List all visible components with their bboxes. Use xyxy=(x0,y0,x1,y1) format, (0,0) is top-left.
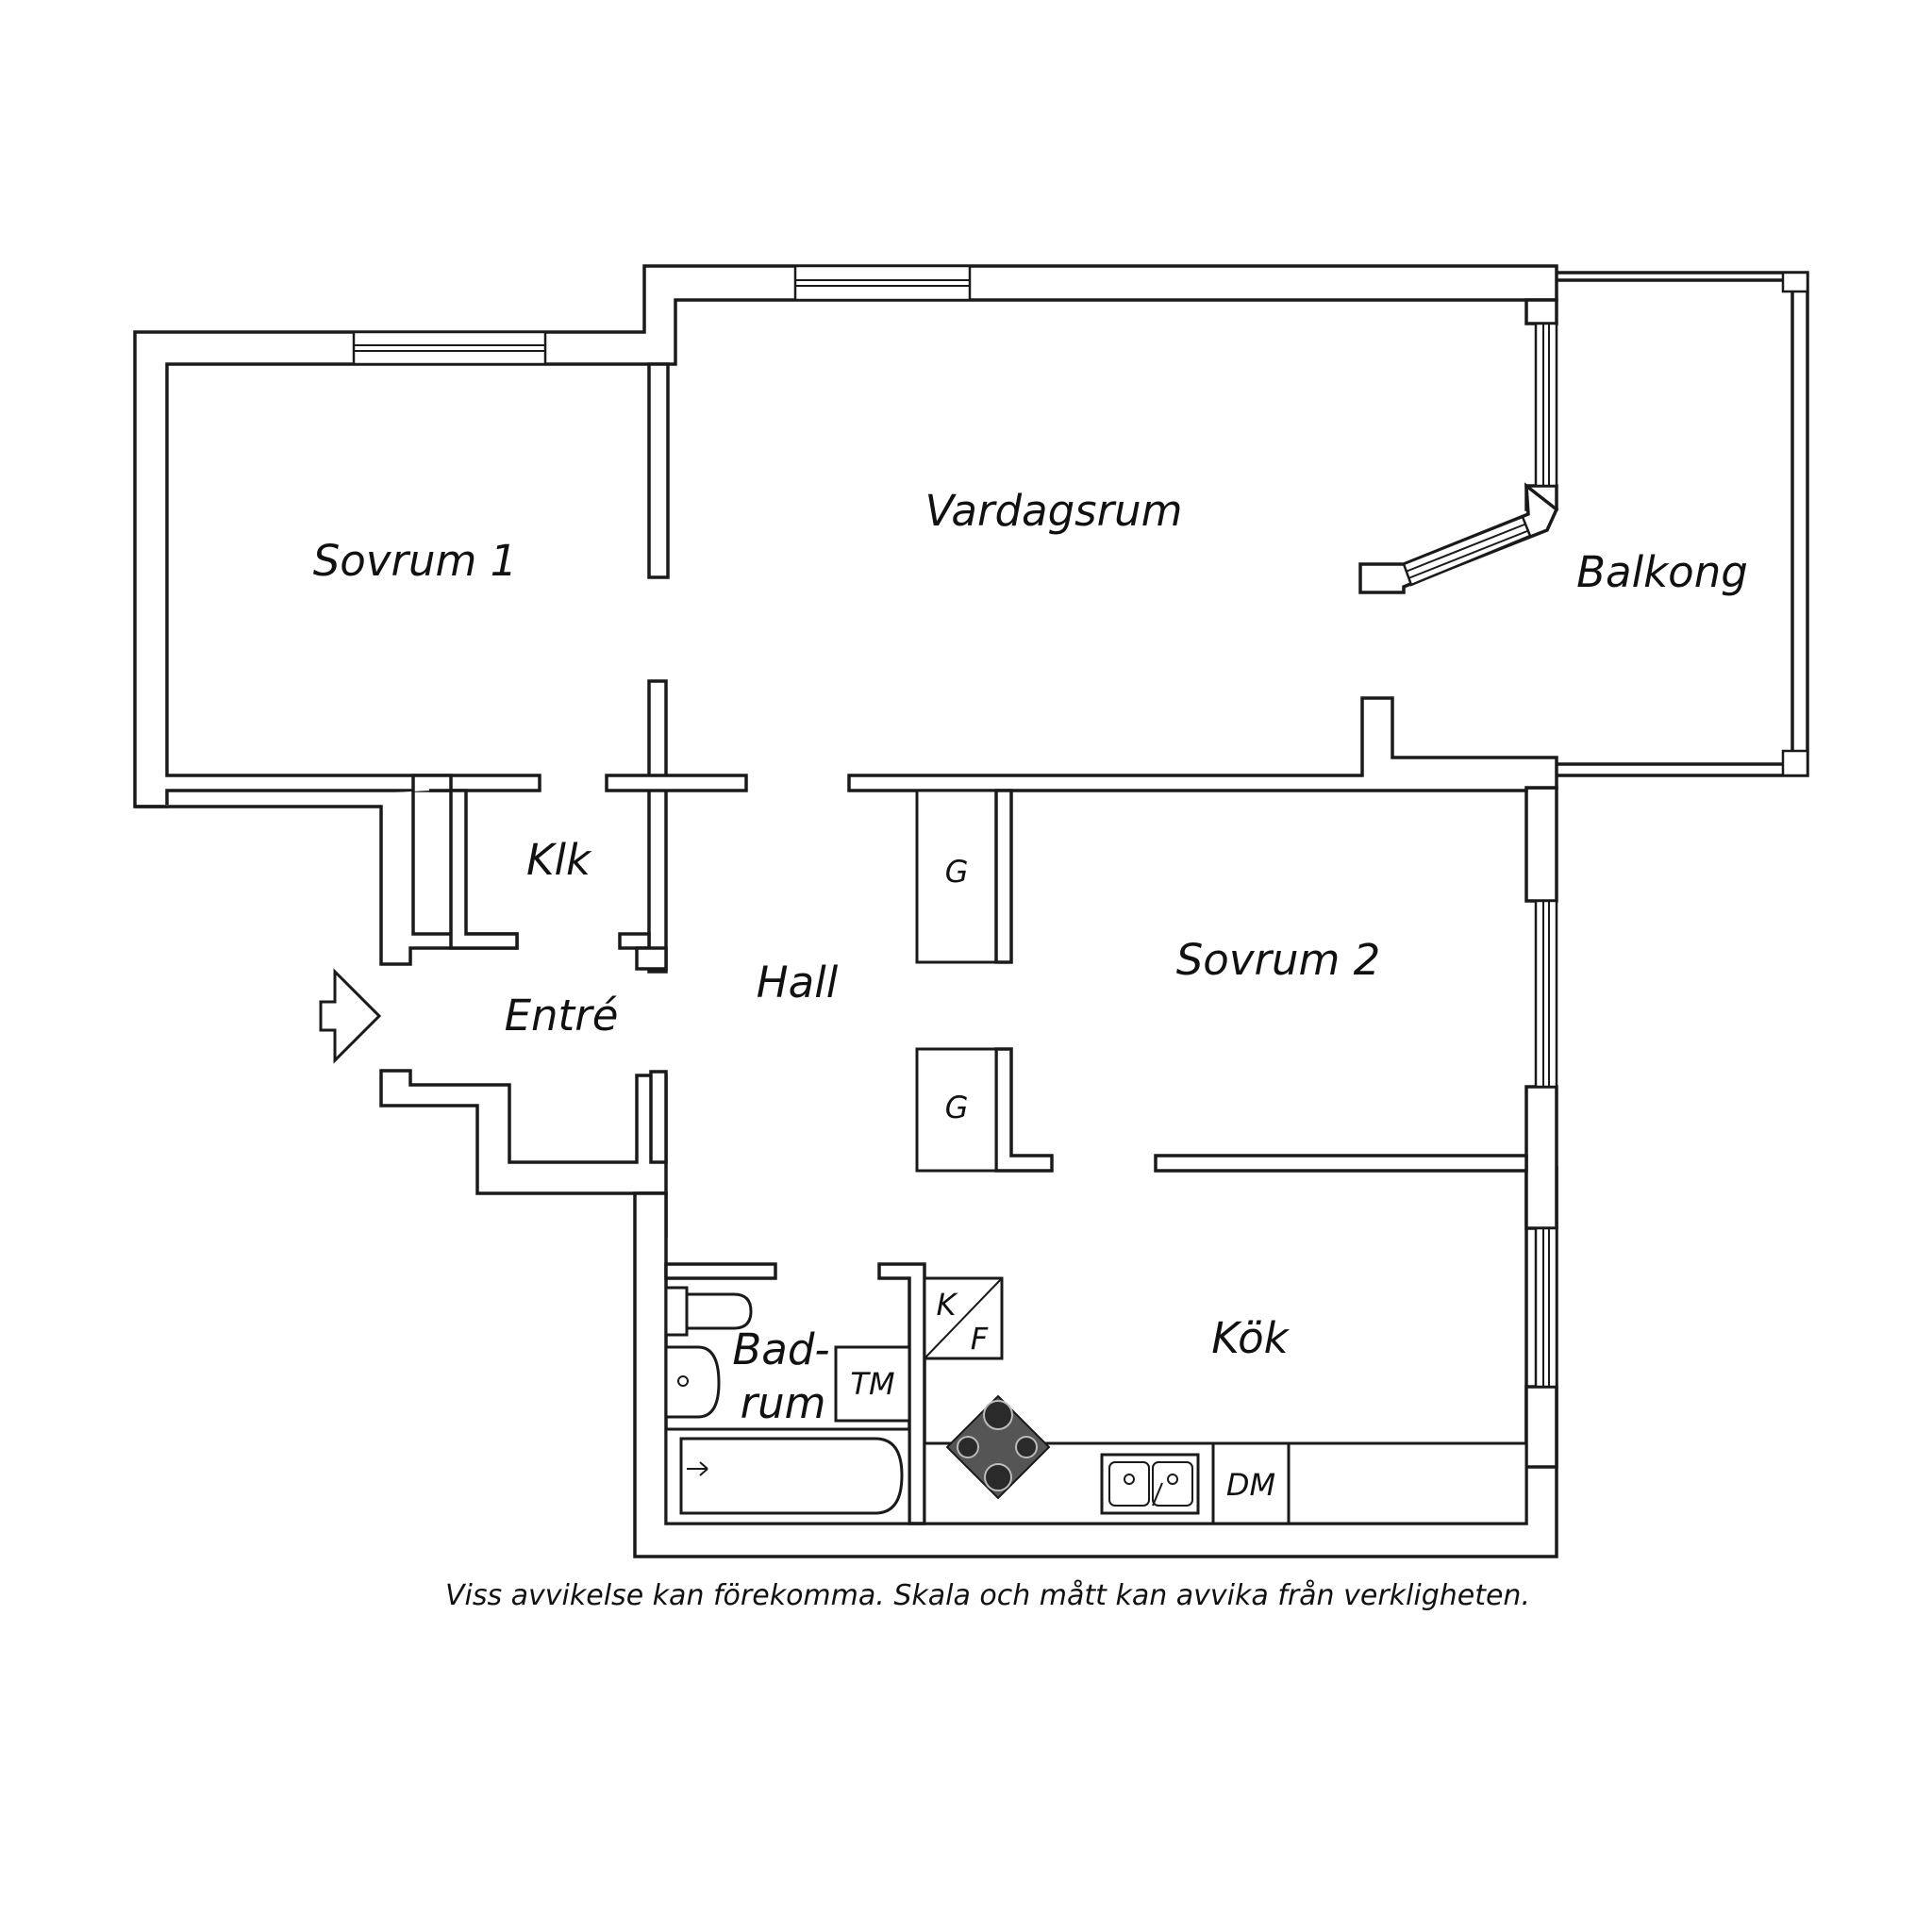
kitchen-fixtures: K F DM xyxy=(923,1276,1528,1525)
freezer-label: F xyxy=(971,1321,989,1357)
fridge-label: K xyxy=(937,1287,959,1323)
garderob-label-2: G xyxy=(945,1090,969,1125)
room-label-sovrum-2: Sovrum 2 xyxy=(1176,935,1381,985)
room-labels: Sovrum 1 Vardagsrum Balkong Klk Hall Ent… xyxy=(313,486,1748,1428)
dishwasher-label: DM xyxy=(1226,1467,1275,1503)
room-label-entre: Entré xyxy=(505,991,619,1041)
room-label-hall: Hall xyxy=(757,958,839,1008)
kitchen-sink-icon xyxy=(1100,1453,1200,1515)
room-label-klk: Klk xyxy=(526,835,592,885)
washing-machine-label: TM xyxy=(850,1366,894,1402)
room-label-badrum-1: Bad- xyxy=(732,1324,829,1374)
bathroom-fixtures: TM xyxy=(664,1286,911,1525)
stove-icon xyxy=(945,1394,1051,1500)
garderobs: G G xyxy=(915,789,1013,1173)
room-label-sovrum-1: Sovrum 1 xyxy=(313,536,518,586)
windows xyxy=(352,264,1559,1389)
washing-machine-icon xyxy=(834,1345,911,1423)
interior-walls xyxy=(449,362,1558,1525)
balcony xyxy=(1557,271,1809,777)
room-label-badrum-2: rum xyxy=(741,1378,826,1428)
room-label-kok: Kök xyxy=(1211,1313,1290,1363)
sink-icon xyxy=(664,1345,721,1419)
room-label-balkong: Balkong xyxy=(1576,547,1748,597)
entrance-arrow-icon xyxy=(319,968,382,1064)
garderob-label-1: G xyxy=(945,854,969,890)
room-label-vardagsrum: Vardagsrum xyxy=(925,486,1183,536)
toilet-icon xyxy=(664,1286,689,1337)
disclaimer-text: Viss avvikelse kan förekomma. Skala och … xyxy=(445,1579,1530,1612)
dishwasher-icon xyxy=(1211,1441,1291,1525)
